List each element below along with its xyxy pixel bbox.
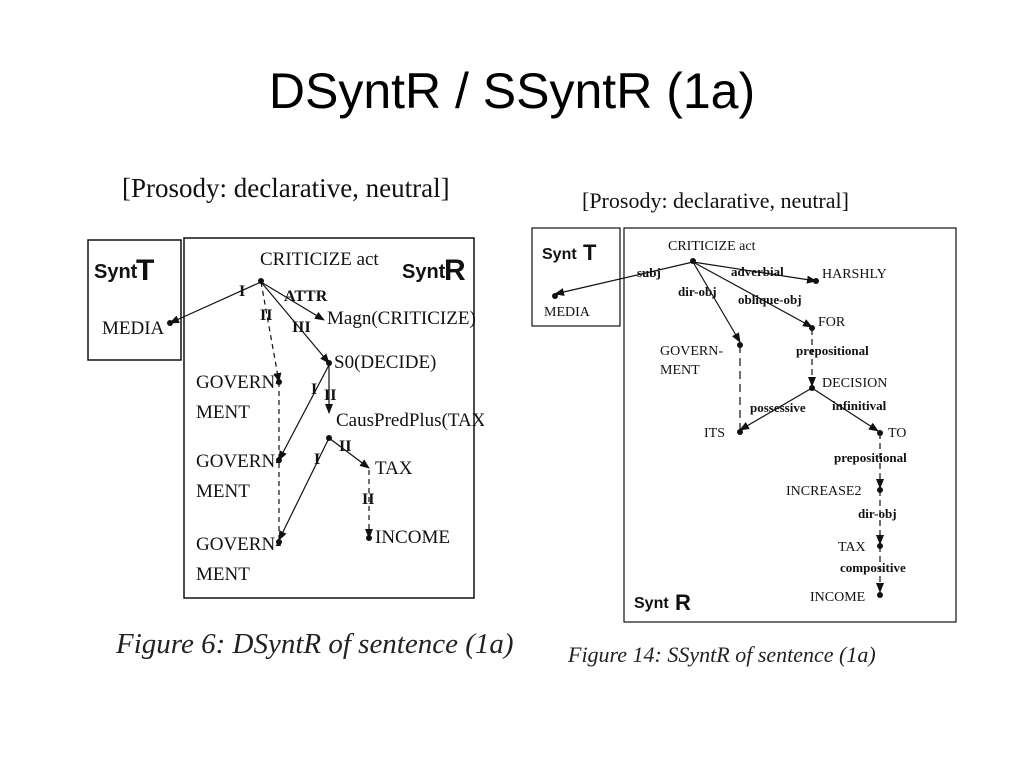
synt-r-letter: R [444, 254, 466, 287]
edge-label-prepositional-2: prepositional [834, 450, 907, 465]
edge-label-ii-crit: II [260, 307, 272, 324]
synt-r-label: Synt [634, 595, 669, 612]
node-s0: S0(DECIDE) [334, 352, 436, 373]
edge-criticize-magn [260, 281, 325, 321]
prosody-label: [Prosody: declarative, neutral] [582, 188, 849, 213]
dsyntr-figure: [Prosody: declarative, neutral] Synt T M… [84, 160, 484, 610]
dot-gov2 [276, 457, 282, 463]
node-income: INCOME [375, 527, 450, 548]
node-media: MEDIA [102, 318, 165, 339]
synt-r-letter: R [675, 590, 691, 615]
edge-s0-gov2 [278, 364, 330, 461]
dot-income [366, 535, 372, 541]
edge-label-i-s0: I [311, 381, 317, 398]
node-media: MEDIA [544, 305, 591, 320]
synt-r-box [183, 237, 475, 599]
dot-gov1 [276, 379, 282, 385]
edge-label-subj: subj [637, 265, 661, 280]
node-gov2-b: MENT [196, 481, 250, 502]
edge-possessive [739, 387, 813, 431]
edge-caus-gov3 [278, 437, 330, 541]
node-gov-a: GOVERN- [660, 344, 723, 359]
ssyntr-figure: [Prosody: declarative, neutral] Synt T M… [528, 180, 968, 630]
node-gov1-a: GOVERN- [196, 372, 282, 393]
synt-t-letter: T [136, 254, 154, 287]
node-tax: TAX [838, 540, 866, 555]
node-tax: TAX [375, 458, 413, 479]
synt-t-label: Synt [542, 246, 577, 263]
node-gov-b: MENT [660, 363, 700, 378]
dot-tax [877, 543, 883, 549]
dot-increase [877, 487, 883, 493]
dot-s0 [326, 360, 332, 366]
dsyntr-diagram: [Prosody: declarative, neutral] Synt T M… [87, 173, 484, 599]
prosody-label: [Prosody: declarative, neutral] [122, 173, 450, 203]
edge-caus-tax [328, 437, 370, 469]
dot-media [167, 320, 173, 326]
dot-decision [809, 385, 815, 391]
synt-r-label: Synt [402, 261, 446, 283]
node-for: FOR [818, 315, 846, 330]
dot-for [809, 325, 815, 331]
dot-gov3 [276, 539, 282, 545]
node-magn: Magn(CRITICIZE) [327, 308, 476, 329]
dot-caus [326, 435, 332, 441]
left-caption: Figure 6: DSyntR of sentence (1a) [116, 628, 514, 660]
node-income: INCOME [810, 590, 865, 605]
dot-criticize [690, 258, 696, 264]
edge-criticize-media [169, 281, 262, 324]
dot-to [877, 430, 883, 436]
edge-label-dirobj-2: dir-obj [858, 506, 897, 521]
synt-t-box [87, 239, 182, 361]
node-gov3-a: GOVERN- [196, 534, 282, 555]
synt-t-box [531, 227, 621, 327]
edge-label-adverbial: adverbial [731, 264, 784, 279]
edge-adverbial [692, 261, 817, 284]
edge-criticize-gov1 [260, 281, 282, 383]
edge-dirobj-1 [692, 261, 741, 343]
edge-label-oblique: oblique-obj [738, 292, 802, 307]
edge-label-ii-s0: II [324, 387, 336, 404]
edge-infinitival [811, 387, 879, 432]
node-gov1-b: MENT [196, 402, 250, 423]
dot-gov [737, 342, 743, 348]
node-decision: DECISION [822, 376, 887, 391]
dot-income [877, 592, 883, 598]
edge-oblique [692, 261, 813, 328]
ssyntr-diagram: [Prosody: declarative, neutral] Synt T M… [531, 188, 957, 623]
node-gov2-a: GOVERN- [196, 451, 282, 472]
synt-t-label: Synt [94, 261, 138, 283]
dot-its [737, 429, 743, 435]
edge-label-prepositional-1: prepositional [796, 343, 869, 358]
edge-label-infinitival: infinitival [832, 398, 887, 413]
node-criticize: CRITICIZE act [260, 249, 379, 270]
slide-title: DSyntR / SSyntR (1a) [268, 63, 756, 119]
edge-criticize-s0 [260, 281, 330, 364]
edge-subj [554, 261, 694, 296]
edge-label-i-caus: I [314, 451, 320, 468]
node-criticize: CRITICIZE act [668, 239, 756, 254]
right-caption: Figure 14: SSyntR of sentence (1a) [568, 642, 876, 667]
dot-criticize [258, 278, 264, 284]
dot-media [552, 293, 558, 299]
edge-label-compositive: compositive [840, 560, 906, 575]
node-gov3-b: MENT [196, 564, 250, 585]
synt-t-letter: T [583, 240, 597, 265]
node-increase: INCREASE2 [786, 484, 861, 499]
edge-label-attr: ATTR [284, 288, 328, 305]
edge-label-ii-caus: II [339, 438, 351, 455]
edge-label-iii: III [292, 319, 311, 336]
node-caus: CausPredPlus(TAX) [336, 410, 484, 431]
edge-label-dirobj-1: dir-obj [678, 284, 717, 299]
node-harshly: HARSHLY [822, 267, 887, 282]
edge-label-i-media: I [239, 283, 245, 300]
synt-r-box [623, 227, 957, 623]
node-to: TO [888, 426, 906, 441]
node-its: ITS [704, 426, 725, 441]
dot-harshly [813, 278, 819, 284]
edge-label-possessive: possessive [750, 400, 806, 415]
edge-label-ii-tax: II [362, 491, 374, 508]
